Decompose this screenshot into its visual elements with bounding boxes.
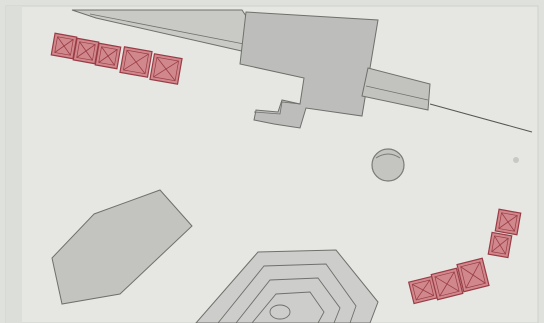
crate [51,33,76,58]
crate [495,209,520,234]
crate [73,38,98,63]
pencil-smudge [513,157,519,163]
crate [488,232,512,257]
crate [120,47,152,77]
paper-left-margin [6,6,22,323]
crate [431,268,463,300]
crate [150,54,182,84]
crate [95,43,120,68]
